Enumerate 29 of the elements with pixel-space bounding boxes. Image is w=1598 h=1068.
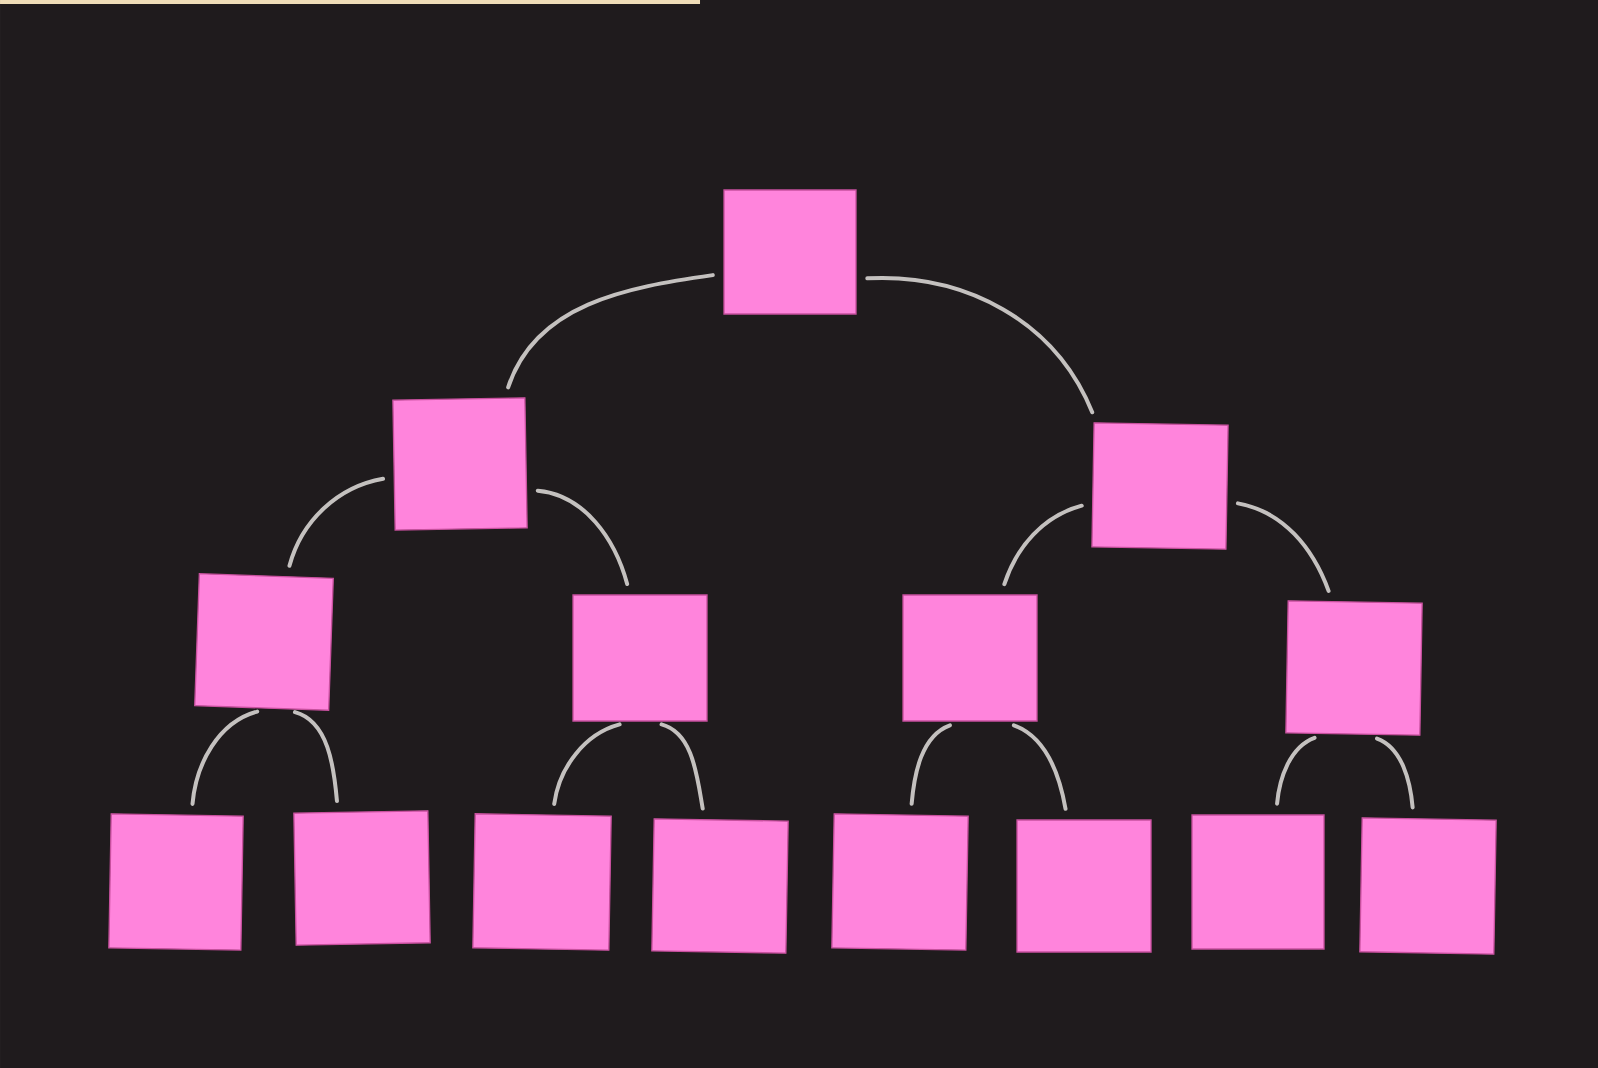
chalk-line — [1011, 723, 1068, 811]
chalk-line — [909, 723, 952, 806]
chalk-line — [865, 276, 1095, 415]
sticky-note — [572, 594, 708, 722]
chalk-line — [552, 722, 622, 806]
chalk-line — [1002, 503, 1084, 587]
chalk-line — [535, 488, 630, 586]
chalk-line — [659, 722, 705, 811]
sticky-note — [1359, 817, 1497, 955]
chalk-line — [1275, 735, 1317, 806]
sticky-note — [194, 573, 334, 711]
sticky-note — [723, 189, 857, 315]
chalk-line — [506, 273, 715, 390]
sticky-note — [293, 810, 431, 946]
chalk-line — [287, 476, 386, 568]
sticky-note — [1016, 819, 1152, 953]
sticky-note — [1191, 814, 1325, 950]
sticky-note — [472, 813, 612, 951]
sticky-note — [108, 813, 244, 951]
chalk-line — [292, 710, 339, 804]
sticky-note — [831, 813, 969, 951]
sticky-note — [651, 818, 789, 954]
chalk-line — [190, 709, 260, 806]
chalk-line — [1375, 736, 1415, 810]
sticky-note — [902, 594, 1038, 722]
sticky-note — [1285, 600, 1423, 736]
chalk-line — [1235, 501, 1331, 593]
sticky-note — [1091, 422, 1229, 550]
sticky-note — [392, 397, 528, 531]
